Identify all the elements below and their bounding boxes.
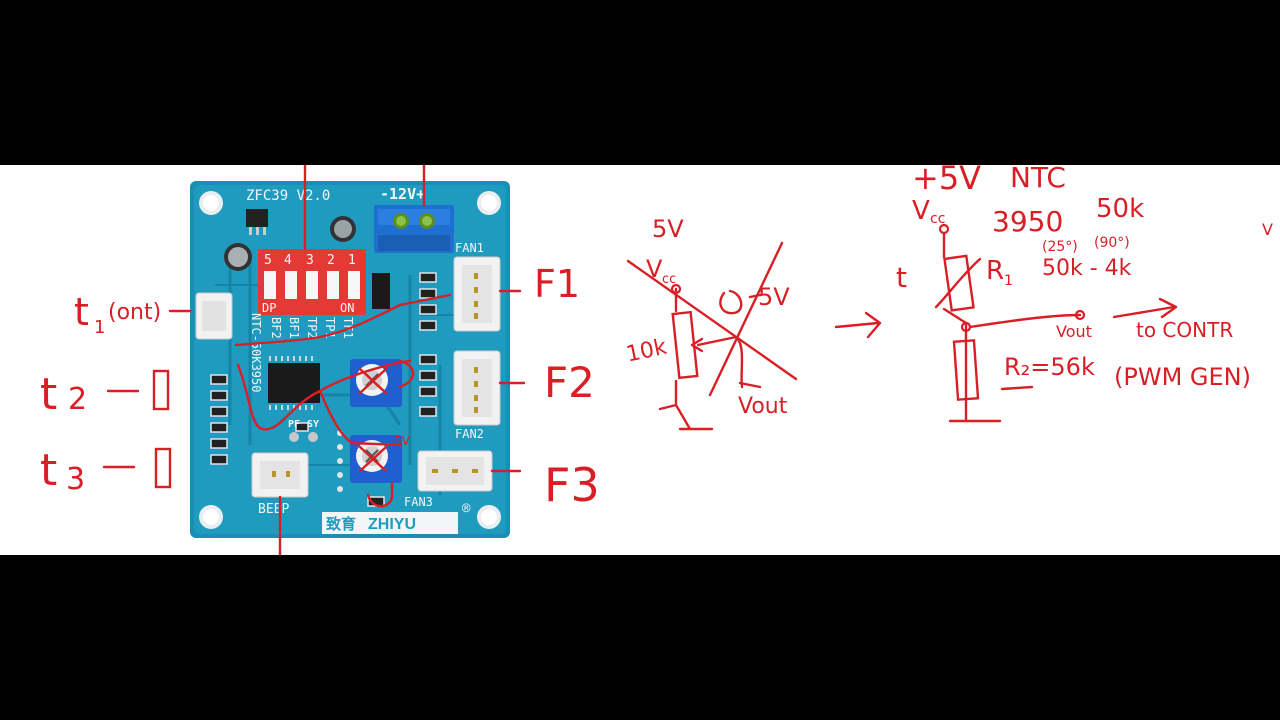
- c2-r-range: 50k - 4k: [1042, 256, 1132, 281]
- dip-toggle[interactable]: [306, 271, 318, 299]
- c1-right-5v: 5V: [758, 283, 790, 311]
- dip-number-5: 5: [264, 253, 272, 268]
- fan3-connector[interactable]: [417, 450, 493, 492]
- t2-label: t: [40, 369, 57, 420]
- svg-text:ZHIYU: ZHIYU: [368, 516, 416, 533]
- dip-number-1: 1: [348, 253, 356, 268]
- left-annotations: t 1 (ont) t 2 t 3: [40, 290, 192, 497]
- svg-text:cc: cc: [662, 272, 676, 287]
- fan1-connector[interactable]: [453, 256, 501, 332]
- board-annotations: 5V: [234, 165, 526, 555]
- t1-note: (ont): [108, 300, 161, 325]
- c2-edge-mark: V: [1262, 220, 1273, 239]
- arrow-right: [834, 311, 882, 339]
- smd-resistors: [210, 272, 437, 507]
- sy-label: SY: [307, 419, 319, 430]
- f1-label: F1: [534, 262, 580, 306]
- power-label: -12V+: [380, 185, 425, 203]
- c1-vout: Vout: [738, 394, 788, 419]
- dip-number-3: 3: [306, 253, 314, 268]
- c1-resistor: 10k: [624, 335, 669, 368]
- c2-r1: R: [986, 256, 1004, 286]
- beep-connector[interactable]: [251, 452, 309, 498]
- c2-r-nominal: 50k: [1096, 194, 1144, 224]
- circuit-divider-1: 5V V cc 10k Vout 5V: [624, 215, 798, 431]
- brand-logo: 致育 ZHIYU ®: [322, 501, 471, 534]
- fan3-label: FAN3: [404, 495, 433, 509]
- svg-text:3: 3: [66, 462, 85, 497]
- c2-vout: Vout: [1056, 322, 1092, 341]
- svg-text:致育: 致育: [326, 515, 356, 533]
- power-terminal-block: [374, 205, 454, 253]
- mode-label-tp2: TP2: [305, 317, 319, 339]
- c2-temp2: (90°): [1094, 235, 1130, 251]
- beep-label: BEEP: [258, 502, 289, 517]
- circuit-divider-2: +5V NTC V cc t R 1 3950 50k (25°) (90°) …: [896, 165, 1273, 423]
- mounting-hole: [477, 505, 501, 529]
- dip-number-2: 2: [327, 253, 335, 268]
- c2-t-label: t: [896, 261, 907, 294]
- sensor-connector-t1[interactable]: [195, 292, 233, 340]
- dip-toggle[interactable]: [348, 271, 360, 299]
- dip-label: DP: [262, 301, 276, 315]
- mounting-hole: [199, 191, 223, 215]
- dip-toggle[interactable]: [264, 271, 276, 299]
- capacitor: [224, 243, 252, 271]
- svg-text:2: 2: [68, 382, 87, 417]
- mode-label-bf1: BF1: [287, 317, 301, 339]
- svg-text:1: 1: [94, 317, 105, 338]
- c2-to-ctrl: to CONTR: [1136, 318, 1233, 342]
- led-sy: [308, 432, 318, 442]
- sensor-label: NTC-50K3950: [249, 313, 263, 392]
- whiteboard-area: ZFC39 V2.0 -12V+ 5 4 3 2 1: [0, 165, 1280, 555]
- svg-text:®: ®: [462, 501, 471, 517]
- fan2-connector[interactable]: [453, 350, 501, 426]
- c1-supply: 5V: [652, 215, 684, 243]
- mode-label-bf2: BF2: [269, 317, 283, 339]
- svg-text:1: 1: [1004, 273, 1013, 289]
- t1-label: t: [74, 290, 89, 334]
- led-pf: [289, 432, 299, 442]
- c2-vcc: V: [912, 196, 930, 226]
- capacitor: [330, 216, 356, 242]
- c2-beta: 3950: [992, 205, 1063, 238]
- ic-chip: [268, 356, 320, 410]
- c2-r2: R₂=56k: [1004, 353, 1095, 381]
- mounting-hole: [477, 191, 501, 215]
- f3-label: F3: [544, 458, 600, 512]
- mounting-hole: [199, 505, 223, 529]
- board-model-label: ZFC39 V2.0: [246, 188, 330, 204]
- pcb-board: ZFC39 V2.0 -12V+ 5 4 3 2 1: [190, 181, 510, 538]
- dip-on-label: ON: [340, 301, 354, 315]
- fan2-label: FAN2: [455, 427, 484, 441]
- dip-toggle[interactable]: [285, 271, 297, 299]
- f2-label: F2: [544, 358, 595, 407]
- fan1-label: FAN1: [455, 241, 484, 255]
- sensor-box-t3: [154, 447, 172, 489]
- pf-label: PF: [288, 419, 300, 430]
- pot-5v-note: 5V: [394, 434, 411, 448]
- sensor-box-t2: [152, 369, 170, 411]
- dip-switch[interactable]: 5 4 3 2 1 DP ON: [258, 249, 366, 315]
- whiteboard-canvas: ZFC39 V2.0 -12V+ 5 4 3 2 1: [40, 165, 1273, 555]
- svg-text:cc: cc: [930, 211, 945, 227]
- dip-toggle[interactable]: [327, 271, 339, 299]
- c2-pwm: (PWM GEN): [1114, 363, 1251, 391]
- t3-label: t: [40, 445, 57, 496]
- c2-supply: +5V: [912, 165, 981, 197]
- c2-top-right: NTC: [1010, 165, 1066, 194]
- dip-number-4: 4: [284, 253, 292, 268]
- c2-temp1: (25°): [1042, 239, 1078, 255]
